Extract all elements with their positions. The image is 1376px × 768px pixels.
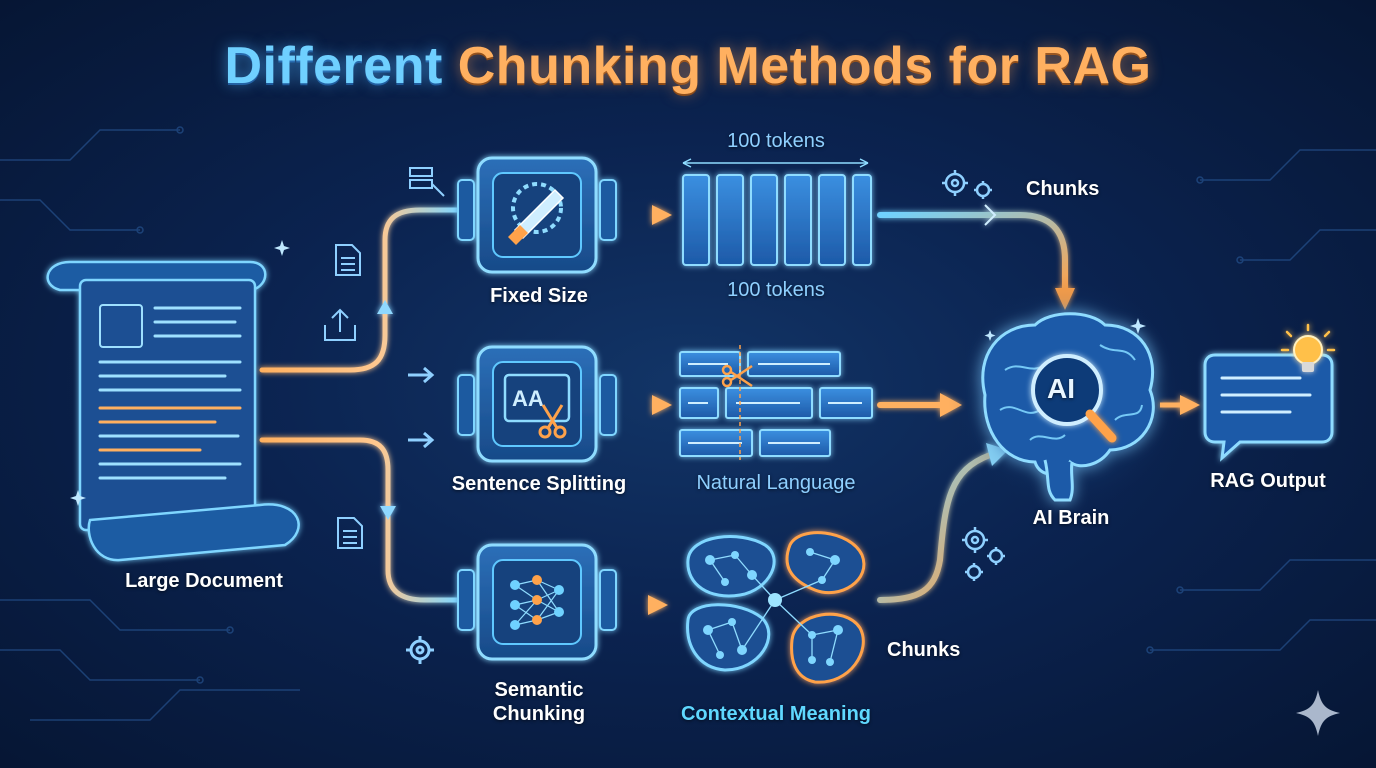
natural-language-label: Natural Language bbox=[696, 472, 856, 494]
semantic-label-line2: Chunking bbox=[492, 703, 586, 725]
title-part-2: Chunking Methods bbox=[457, 37, 934, 95]
fixed-size-label: Fixed Size bbox=[490, 285, 588, 307]
server-icon bbox=[409, 167, 445, 197]
arrow-right-icon-2 bbox=[408, 431, 435, 449]
token-block-2 bbox=[716, 174, 744, 266]
circuit-traces-right bbox=[1146, 149, 1376, 654]
semantic-clusters bbox=[686, 531, 866, 684]
contextual-meaning-label: Contextual Meaning bbox=[680, 703, 872, 725]
token-block-4 bbox=[784, 174, 812, 266]
ai-badge: AI bbox=[1047, 373, 1075, 404]
sentence-splitting-label: Sentence Splitting bbox=[451, 473, 627, 495]
chunks-top-label: Chunks bbox=[1026, 178, 1100, 200]
title-part-3: for RAG bbox=[948, 37, 1152, 95]
magnifier-ai-icon bbox=[1031, 354, 1117, 443]
token-block-3 bbox=[750, 174, 778, 266]
token-block-5 bbox=[818, 174, 846, 266]
ai-brain-label: AI Brain bbox=[1032, 507, 1110, 529]
gear-icon-bottom bbox=[962, 527, 1005, 581]
page-title: Different Chunking Methods for RAG bbox=[0, 36, 1376, 96]
sparkle-decorations bbox=[70, 240, 1146, 506]
semantic-label-line1: Semantic bbox=[494, 679, 584, 701]
arrow-semantic-to-clusters bbox=[620, 595, 668, 615]
token-block-1 bbox=[682, 174, 710, 266]
sentence-block-lines bbox=[688, 363, 862, 444]
gear-icon-left bbox=[406, 636, 434, 664]
file-icon-top bbox=[335, 244, 361, 276]
scissors-icon bbox=[721, 364, 753, 388]
circuit-traces-left bbox=[0, 126, 300, 721]
chat-bubble-icon bbox=[1203, 353, 1334, 462]
saw-icon bbox=[508, 182, 565, 245]
document-scroll-icon bbox=[46, 260, 300, 562]
rag-output-label: RAG Output bbox=[1210, 470, 1326, 492]
title-part-1: Different bbox=[224, 37, 443, 95]
fixed-size-token-blocks bbox=[682, 174, 872, 266]
token-block-6 bbox=[852, 174, 872, 266]
semantic-graph-nodes bbox=[703, 548, 843, 666]
arrow-fixed-to-blocks bbox=[620, 205, 672, 225]
upload-icon bbox=[324, 308, 356, 341]
lightbulb-icon bbox=[1280, 323, 1336, 372]
watermark-star-icon bbox=[1296, 690, 1340, 736]
gear-icon-top bbox=[942, 170, 992, 199]
tokens-top-label: 100 tokens bbox=[727, 130, 825, 152]
flow-pipes bbox=[259, 207, 461, 603]
svg-text:AA: AA bbox=[512, 386, 544, 411]
arrow-brain-to-output bbox=[1160, 395, 1200, 415]
arrow-right-icon-1 bbox=[408, 366, 435, 384]
tokens-bottom-label: 100 tokens bbox=[727, 279, 825, 301]
large-document-label: Large Document bbox=[125, 570, 283, 592]
token-measure-line bbox=[682, 158, 869, 168]
chunks-bottom-label: Chunks bbox=[887, 639, 961, 661]
neural-network-icon bbox=[510, 575, 564, 630]
arrow-sentence-to-blocks bbox=[620, 395, 672, 415]
file-icon-bottom bbox=[337, 517, 363, 549]
text-scissors-icon: AA bbox=[503, 373, 571, 439]
